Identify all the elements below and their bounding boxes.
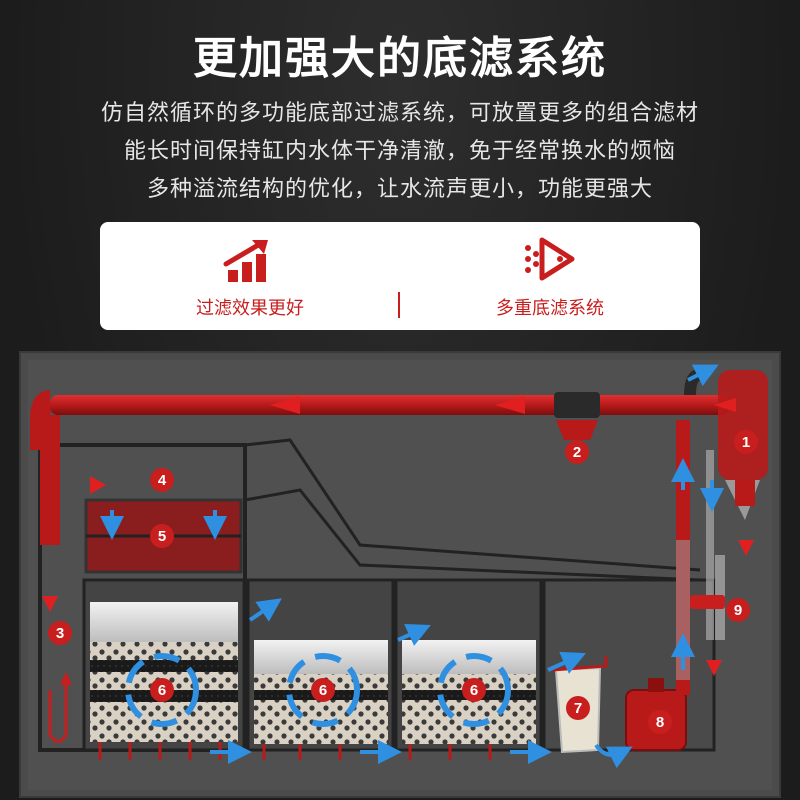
adjust-valve <box>690 595 725 609</box>
marker-1: 1 <box>742 434 750 451</box>
feature-divider <box>398 292 400 318</box>
marker-6b: 6 <box>319 682 327 699</box>
overflow-tower <box>718 370 768 480</box>
marker-4: 4 <box>158 472 167 489</box>
feature-label: 过滤效果更好 <box>196 298 304 319</box>
play-dots-icon <box>525 237 575 281</box>
valve-joint <box>554 392 600 418</box>
marker-6a: 6 <box>158 682 166 699</box>
marker-7: 7 <box>574 700 582 717</box>
feature-card: 过滤效果更好 多重底滤系统 <box>100 222 700 330</box>
feature-filter-effect: 过滤效果更好 <box>100 222 400 330</box>
rising-bars-icon <box>223 240 268 282</box>
description-line-2: 能长时间保持缸内水体干净清澈，免于经常换水的烦恼 <box>123 139 676 164</box>
marker-5: 5 <box>158 528 166 545</box>
description-line-3: 多种溢流结构的优化，让水流声更小，功能更强大 <box>146 177 653 202</box>
spray-head <box>556 420 598 440</box>
feature-multi-sump: 多重底滤系统 <box>400 222 700 330</box>
marker-3: 3 <box>56 625 64 642</box>
marker-6c: 6 <box>470 682 478 699</box>
feature-label: 多重底滤系统 <box>496 298 604 319</box>
description-line-1: 仿自然循环的多功能底部过滤系统，可放置更多的组合滤材 <box>100 101 699 126</box>
inlet-pipe <box>40 415 60 545</box>
marker-8: 8 <box>656 714 664 731</box>
page-title: 更加强大的底滤系统 <box>193 33 607 84</box>
marker-9: 9 <box>734 602 742 619</box>
sump-filter-diagram: 1 2 3 4 5 6 6 6 7 8 9 <box>19 351 781 798</box>
marker-2: 2 <box>573 444 581 461</box>
return-pipe <box>50 395 730 415</box>
